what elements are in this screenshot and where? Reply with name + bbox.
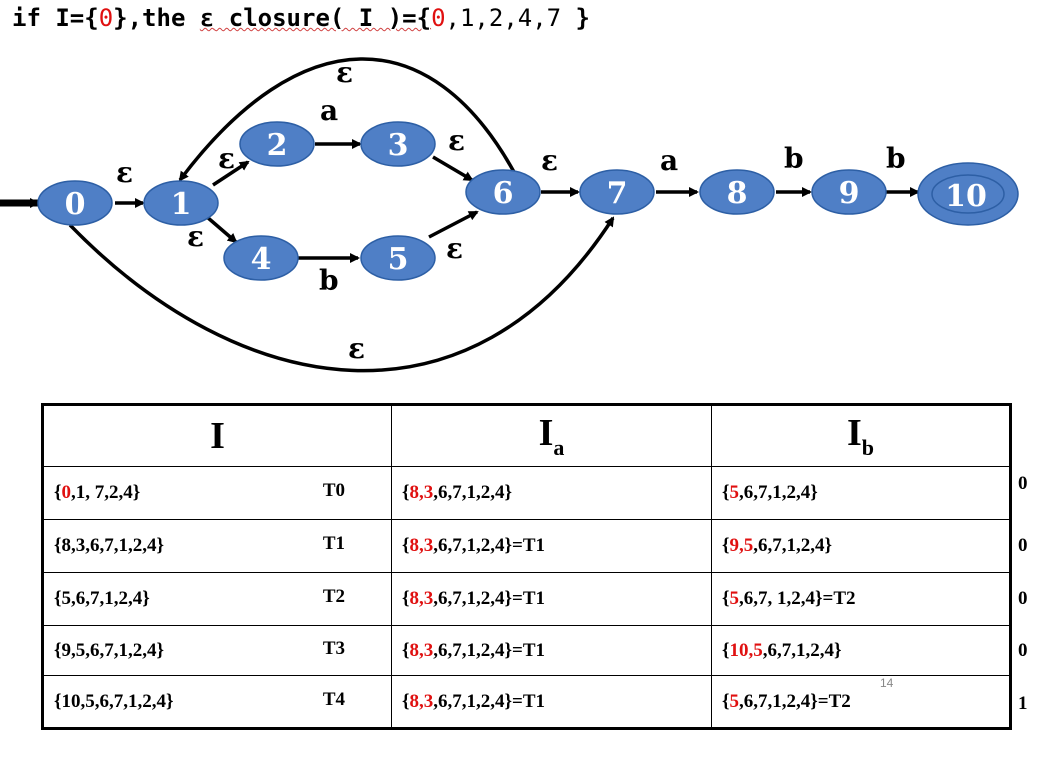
header-i: I — [42, 404, 392, 467]
header-ia: Ia — [391, 404, 712, 467]
nfa-diagram: ε ε ε a b ε ε ε ε ε a b b 0 1 2 3 4 5 6 … — [0, 56, 1019, 373]
state-9: 9 — [811, 169, 887, 215]
edge-6-1-arc — [178, 57, 516, 182]
slide-title: if I={0},the ε closure( I )={0,1,2,4,7 } — [12, 4, 590, 32]
cell-ia: {8,3,6,7,1,2,4}=T1 — [391, 572, 712, 626]
title-mid1: },the — [113, 4, 200, 32]
title-closure-first: 0 — [431, 4, 446, 32]
state-6-label: 6 — [493, 176, 514, 211]
state-name: T3 — [322, 637, 345, 659]
label-1-2: ε — [218, 142, 235, 175]
cell-ia: {8,3,6,7,1,2,4}=T1 — [391, 675, 712, 729]
accept-flag: 0 — [1018, 640, 1028, 661]
table-row: {5,6,7,1,2,4}T2 {8,3,6,7,1,2,4}=T1 {5,6,… — [42, 572, 1011, 626]
edge-0-7-arc — [68, 216, 615, 373]
label-9-10: b — [886, 142, 906, 175]
table-row: {0,1, 7,2,4}T0 {8,3,6,7,1,2,4} {5,6,7,1,… — [42, 466, 1011, 520]
state-0-label: 0 — [65, 187, 86, 222]
cell-i: {9,5,6,7,1,2,4}T3 — [42, 625, 392, 676]
edge-1-4 — [205, 215, 238, 244]
label-2-3: a — [320, 94, 338, 127]
state-8-label: 8 — [727, 176, 748, 211]
state-10-accepting: 10 — [917, 162, 1019, 226]
state-1-label: 1 — [171, 187, 192, 222]
cell-ib: {9,5,6,7,1,2,4} — [711, 519, 1011, 573]
label-7-8: a — [660, 144, 678, 177]
state-5: 5 — [360, 235, 436, 281]
cell-i: {8,3,6,7,1,2,4}T1 — [42, 519, 392, 573]
cell-i: {0,1, 7,2,4}T0 — [42, 466, 392, 520]
label-6-7: ε — [541, 144, 558, 177]
title-mid2: closure( I )={ — [214, 4, 432, 32]
state-7-label: 7 — [607, 176, 628, 211]
title-suffix: } — [561, 4, 591, 32]
title-closure-rest: ,1,2,4,7 — [445, 4, 562, 32]
table-header-row: I Ia Ib — [42, 404, 1011, 467]
label-0-7: ε — [348, 332, 365, 365]
state-7: 7 — [579, 169, 655, 215]
cell-ia: {8,3,6,7,1,2,4} — [391, 466, 712, 520]
cell-i: {5,6,7,1,2,4}T2 — [42, 572, 392, 626]
page-number: 14 — [880, 676, 894, 690]
subset-construction-table: I Ia Ib {0,1, 7,2,4}T0 {8,3,6,7,1,2,4} {… — [41, 403, 1012, 730]
cell-ia: {8,3,6,7,1,2,4}=T1 — [391, 625, 712, 676]
title-prefix: if I={ — [12, 4, 99, 32]
table-row: {8,3,6,7,1,2,4}T1 {8,3,6,7,1,2,4}=T1 {9,… — [42, 519, 1011, 573]
label-3-6: ε — [448, 124, 465, 157]
state-4: 4 — [223, 235, 299, 281]
state-0: 0 — [37, 180, 113, 226]
cell-ib: {5,6,7, 1,2,4}=T2 — [711, 572, 1011, 626]
state-name: T4 — [322, 688, 345, 710]
state-2-label: 2 — [267, 128, 288, 163]
state-1: 1 — [143, 180, 219, 226]
cell-i: {10,5,6,7,1,2,4}T4 — [42, 675, 392, 729]
table-row: {9,5,6,7,1,2,4}T3 {8,3,6,7,1,2,4}=T1 {10… — [42, 625, 1011, 676]
table-row: {10,5,6,7,1,2,4}T4 {8,3,6,7,1,2,4}=T1 {5… — [42, 675, 1011, 729]
label-6-1: ε — [336, 56, 353, 89]
state-3-label: 3 — [388, 128, 409, 163]
state-3: 3 — [360, 121, 436, 167]
cell-ia: {8,3,6,7,1,2,4}=T1 — [391, 519, 712, 573]
cell-ib: {5,6,7,1,2,4}=T2 — [711, 675, 1011, 729]
accept-flag: 0 — [1018, 535, 1028, 556]
accept-flag: 0 — [1018, 473, 1028, 494]
label-4-5: b — [319, 264, 339, 297]
state-8: 8 — [699, 169, 775, 215]
accept-flag: 0 — [1018, 588, 1028, 609]
cell-ib: {5,6,7,1,2,4} — [711, 466, 1011, 520]
accept-flag: 1 — [1018, 693, 1028, 714]
state-name: T1 — [322, 533, 345, 555]
state-9-label: 9 — [839, 176, 860, 211]
state-10-label: 10 — [945, 179, 987, 214]
title-epsilon: ε — [199, 4, 215, 32]
label-5-6: ε — [446, 232, 463, 265]
edge-1-2 — [212, 160, 250, 187]
cell-ib: {10,5,6,7,1,2,4} — [711, 625, 1011, 676]
edge-5-6 — [428, 210, 479, 239]
label-0-1: ε — [116, 156, 133, 189]
state-5-label: 5 — [388, 242, 409, 277]
label-8-9: b — [784, 142, 804, 175]
label-1-4: ε — [187, 220, 204, 253]
edge-3-6 — [432, 155, 474, 182]
state-4-label: 4 — [251, 242, 272, 277]
title-start-state: 0 — [98, 4, 114, 32]
state-name: T2 — [322, 586, 345, 608]
header-ib: Ib — [711, 404, 1011, 467]
state-2: 2 — [239, 121, 315, 167]
state-name: T0 — [322, 480, 345, 502]
state-6: 6 — [465, 169, 541, 215]
